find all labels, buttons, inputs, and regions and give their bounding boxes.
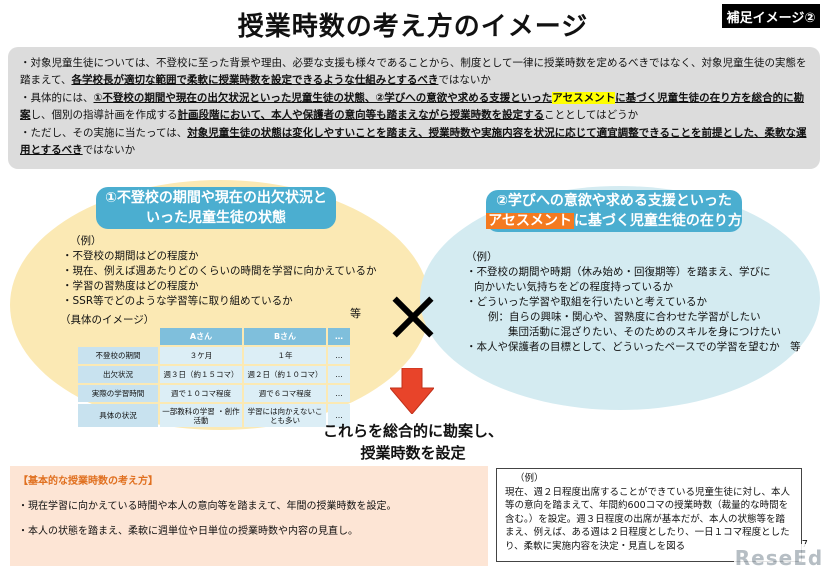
list-item: ・不登校の期間はどの程度か bbox=[62, 250, 199, 262]
student-comparison-table: Aさん Bさん … 不登校の期間 ３ケ月 １年 … 出欠状況 週３日（約１５コマ… bbox=[76, 326, 352, 429]
left-heading: ①不登校の期間や現在の出欠状況と いった児童生徒の状態 bbox=[96, 187, 336, 229]
list-item: 集団活動に混ざりたい、そのためのスキルを身につけたい bbox=[508, 326, 781, 338]
example-text: 現在、週２日程度出席することができている児童生徒に対し、本人等の意向を踏まえて、… bbox=[505, 486, 791, 552]
basic-approach-box: 【基本的な授業時数の考え方】 ・現在学習に向かえている時間や本人の意向等を踏まえ… bbox=[10, 466, 488, 566]
left-example-list: （例） ・不登校の期間はどの程度か ・現在、例えば週あたりどのくらいの時間を学習… bbox=[62, 235, 377, 307]
list-item: ・不登校の期間や時期（休み始め・回復期等）を踏まえ、学びに bbox=[466, 266, 771, 278]
list-item: 例：自らの興味・関心や、習熟度に合わせた学習がしたい bbox=[488, 311, 761, 323]
table-row: 出欠状況 週３日（約１５コマ） 週２日（約１０コマ） … bbox=[78, 366, 350, 383]
table-row: 実際の学習時間 週で１０コマ程度 週で６コマ程度 … bbox=[78, 385, 350, 402]
example-box: （例） 現在、週２日程度出席することができている児童生徒に対し、本人等の意向を踏… bbox=[496, 468, 802, 562]
right-example-list: （例） ・不登校の期間や時期（休み始め・回復期等）を踏まえ、学びに 向かいたい気… bbox=[466, 251, 801, 353]
list-item: 向かいたい気持ちをどの程度持っているか bbox=[474, 281, 673, 293]
intro-paragraph-2: ・具体的には、①不登校の期間や現在の出欠状況といった児童生徒の状態、②学びへの意… bbox=[20, 92, 805, 121]
intro-paragraph-1: ・対象児童生徒については、不登校に至った背景や理由、必要な支援も様々であることか… bbox=[20, 57, 807, 86]
list-item: ・本人の状態を踏まえ、柔軟に週単位や日単位の授業時数や内容の見直し。 bbox=[18, 526, 358, 537]
intro-paragraph-3: ・ただし、その実施に当たっては、対象児童生徒の状態は変化しやすいことを踏まえ、授… bbox=[20, 127, 807, 156]
assessment-highlight: アセスメント bbox=[486, 213, 574, 229]
watermark-logo: ReseEd bbox=[734, 544, 824, 572]
list-item: ・学習の習熟度はどの程度か bbox=[62, 280, 199, 292]
basic-approach-heading: 【基本的な授業時数の考え方】 bbox=[18, 476, 158, 487]
conclusion-line-1: これらを総合的に勘案し、 bbox=[322, 422, 503, 440]
intro-box: ・対象児童生徒については、不登校に至った背景や理由、必要な支援も様々であることか… bbox=[8, 47, 820, 169]
list-item: ・どういった学習や取組を行いたいと考えているか bbox=[466, 296, 707, 308]
list-item: ・現在、例えば週あたりどのくらいの時間を学習に向かえているか bbox=[62, 265, 377, 277]
list-item: ・SSR等でどのような学習等に取り組めているか bbox=[62, 295, 293, 307]
right-heading: ②学びへの意欲や求める支援といった アセスメントに基づく児童生徒の在り方 bbox=[486, 190, 742, 232]
etc-label: 等 bbox=[350, 307, 361, 320]
table-row: 具体の状況 一部教科の学習 ・創作活動 学習には向かえないことも多い … bbox=[78, 404, 350, 427]
conclusion-line-2: 授業時数を設定 bbox=[360, 444, 466, 462]
cross-icon bbox=[390, 295, 434, 339]
page-title: 授業時数の考え方のイメージ bbox=[237, 12, 589, 42]
concrete-image-label: （具体のイメージ） bbox=[60, 314, 155, 326]
down-arrow-icon bbox=[390, 368, 434, 414]
list-item: ・現在学習に向かえている時間や本人の意向等を踏まえて、年間の授業時数を設定。 bbox=[18, 501, 397, 512]
table-header-row: Aさん Bさん … bbox=[78, 328, 350, 345]
list-item: ・本人や保護者の目標として、どういったペースでの学習を望むか 等 bbox=[466, 341, 801, 353]
supplement-badge: 補足イメージ② bbox=[722, 4, 820, 28]
table-row: 不登校の期間 ３ケ月 １年 … bbox=[78, 347, 350, 364]
